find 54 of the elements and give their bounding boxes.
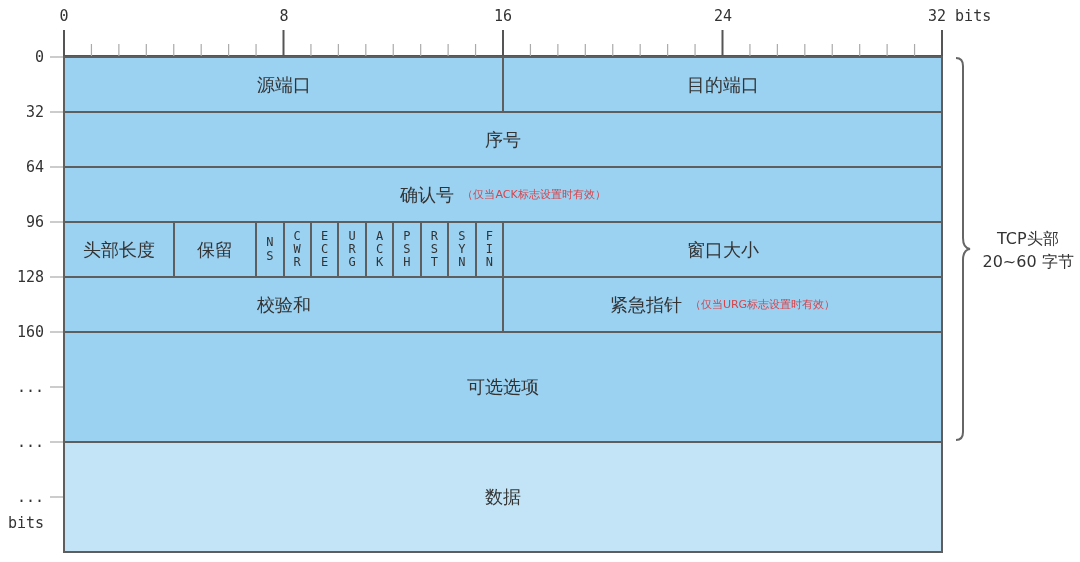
bit-offset-label: 24 [714, 7, 733, 25]
flag-bit-cell [447, 221, 477, 278]
header-field-cell [63, 441, 943, 553]
flag-name: ECE [320, 229, 330, 270]
row-offset-label: 32 [26, 103, 45, 121]
flag-name: URG [347, 229, 357, 270]
bit-offset-label: 8 [279, 7, 289, 25]
flag-name: FIN [484, 229, 494, 270]
flag-bit-cell [255, 221, 285, 278]
row-offset-label: 160 [17, 323, 45, 341]
row-offset-label: 0 [35, 48, 45, 66]
field-name: 源端口 [256, 72, 311, 97]
field-name: 紧急指针 [609, 292, 682, 317]
field-name: 数据 [485, 485, 521, 509]
field-note: （仅当URG标志设置时有效） [689, 297, 836, 312]
field-name: 确认号 [400, 182, 455, 207]
header-field-cell [63, 331, 943, 443]
field-name: 头部长度 [82, 237, 155, 262]
header-field-cell [63, 56, 504, 113]
header-field-cell [63, 276, 504, 333]
flag-bit-cell [337, 221, 367, 278]
row-offset-label: ... [17, 378, 45, 396]
header-size-label: TCP头部 [997, 228, 1059, 250]
row-offset-label: ... [17, 488, 45, 506]
flag-name: CWR [292, 229, 302, 270]
field-name: 目的端口 [686, 72, 759, 97]
flag-name: SYN [457, 229, 467, 270]
bit-offset-label: 0 [59, 7, 69, 25]
row-offset-label: 96 [26, 213, 45, 231]
flag-name: PSH [402, 229, 412, 270]
header-field-cell [63, 111, 943, 168]
field-name: 可选选项 [467, 375, 539, 399]
header-field-cell [502, 276, 943, 333]
field-note: （仅当ACK标志设置时有效） [462, 187, 606, 202]
row-offset-label: 64 [26, 158, 45, 176]
header-field-cell [172, 221, 258, 278]
field-name: 窗口大小 [686, 237, 759, 262]
flag-name: RST [429, 229, 439, 270]
field-name: 保留 [196, 237, 233, 262]
flag-name: NS [265, 236, 275, 263]
row-offset-label: 128 [17, 268, 45, 286]
bit-offset-label: 32 bits [928, 7, 992, 25]
bit-offset-label: 16 [494, 7, 513, 25]
header-field-cell [63, 166, 943, 223]
row-offset-label: ... [17, 433, 45, 451]
header-field-cell [502, 56, 943, 113]
header-field-cell [63, 221, 175, 278]
field-name: 序号 [485, 127, 521, 152]
flag-bit-cell [392, 221, 422, 278]
header-size-label: 20~60 字节 [982, 251, 1074, 273]
field-name: 校验和 [256, 292, 311, 317]
axis-unit-label: bits [8, 514, 45, 532]
flag-name: ACK [374, 229, 385, 270]
header-field-cell [502, 221, 943, 278]
